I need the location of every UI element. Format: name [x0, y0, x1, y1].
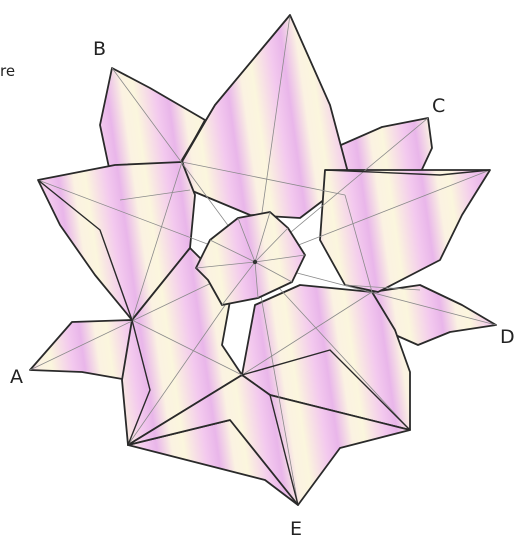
label-d: D: [500, 326, 515, 348]
edge-text-fragment: re: [0, 62, 15, 80]
label-e: E: [290, 518, 302, 540]
label-c: C: [432, 95, 445, 117]
petal-a: [30, 320, 132, 380]
center-point: [253, 260, 257, 264]
petal-right: [320, 170, 490, 292]
label-b: B: [93, 38, 106, 60]
label-a: A: [10, 366, 23, 388]
